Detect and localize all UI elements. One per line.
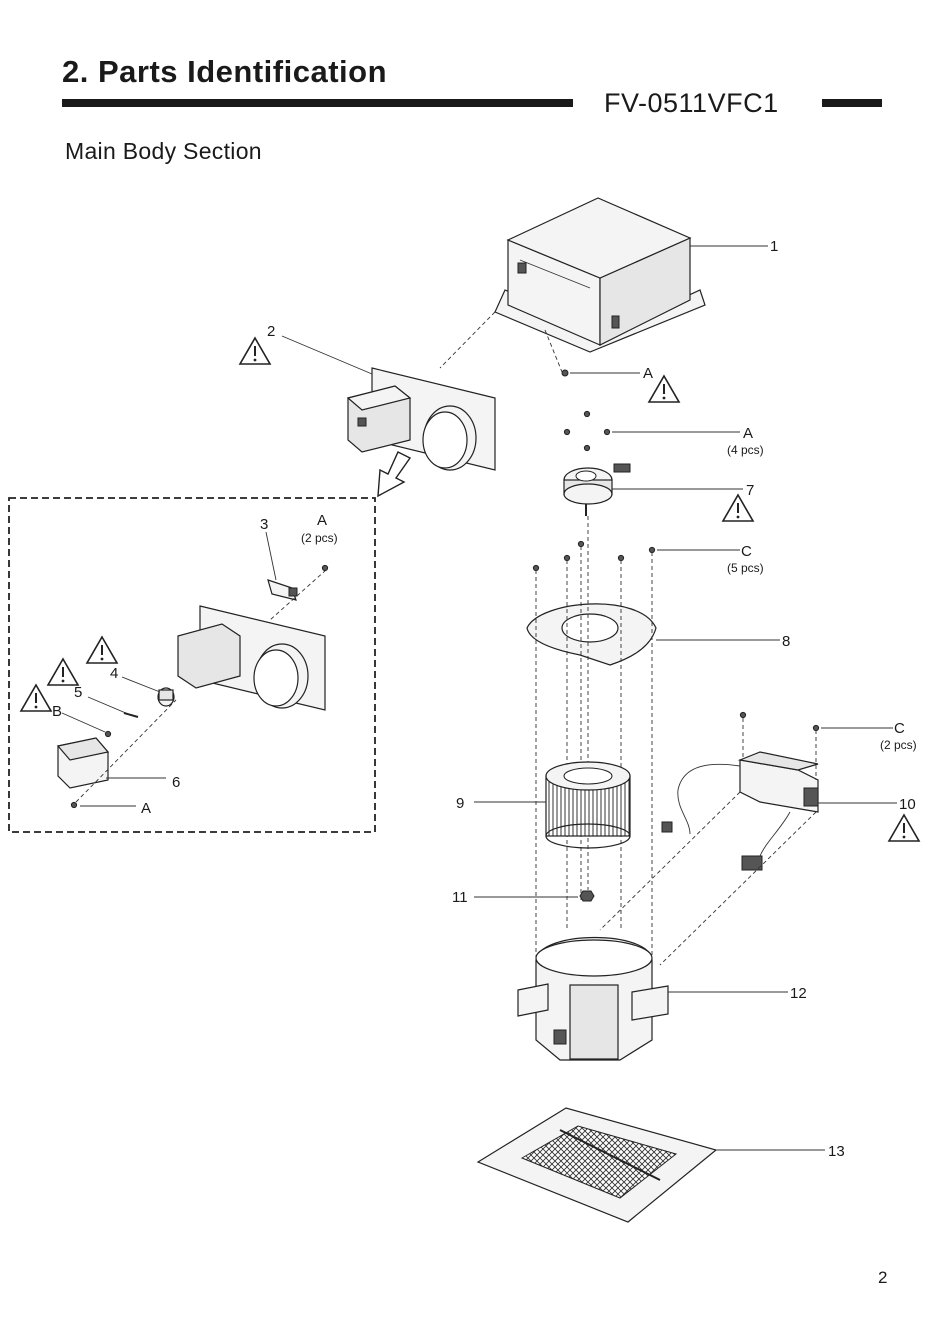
blower-wheel-part-9	[545, 761, 631, 849]
detail-arrow-icon	[377, 451, 412, 498]
label-screw-a-bottom: A	[141, 800, 151, 817]
label-2: 2	[267, 323, 275, 340]
screws-c-group	[532, 540, 656, 572]
warning-triangle-icon	[648, 375, 680, 403]
label-qty-2: (2 pcs)	[880, 738, 917, 752]
label-11: 11	[452, 889, 468, 906]
detail-box	[8, 497, 376, 833]
screw-a-icon	[561, 369, 569, 377]
page-title: 2. Parts Identification	[62, 54, 388, 89]
warning-triangle-icon	[20, 684, 52, 712]
model-number: FV-0511VFC1	[604, 88, 779, 118]
label-4: 4	[110, 665, 118, 682]
label-13: 13	[828, 1143, 845, 1160]
blower-housing-part-12	[517, 936, 669, 1061]
label-screw-c-5pcs: C	[741, 543, 752, 560]
warning-triangle-icon	[888, 814, 920, 842]
grille-part-13	[476, 1107, 718, 1223]
label-12: 12	[790, 985, 807, 1002]
label-screw-c-2pcs: C	[894, 720, 905, 737]
label-screw-a-4pcs: A	[743, 425, 753, 442]
label-10: 10	[899, 796, 916, 813]
label-9: 9	[456, 795, 464, 812]
warning-triangle-icon	[239, 337, 271, 365]
header-rule-left	[62, 99, 573, 107]
cover-part-6	[56, 737, 110, 789]
section-title: Main Body Section	[65, 138, 262, 164]
label-8: 8	[782, 633, 790, 650]
damper-motor-part-4	[157, 687, 175, 707]
screw-c-icon	[739, 711, 747, 719]
label-screw-a-detail: A	[317, 512, 327, 529]
damper-detail-view	[177, 605, 326, 711]
label-screw-b: B	[52, 703, 62, 720]
fan-motor-part-7	[563, 463, 631, 516]
label-qty-5: (5 pcs)	[727, 561, 764, 575]
page-number: 2	[878, 1268, 888, 1287]
damper-assembly-part	[346, 367, 496, 471]
label-5: 5	[74, 684, 82, 701]
nut-part-11	[579, 890, 595, 902]
warning-triangle-icon	[47, 658, 79, 686]
label-3: 3	[260, 516, 268, 533]
housing-box-part	[494, 197, 768, 353]
screw-c-icon	[812, 724, 820, 732]
header-rule-right	[822, 99, 882, 107]
label-qty-2-detail: (2 pcs)	[301, 531, 338, 545]
warning-triangle-icon	[86, 636, 118, 664]
label-1: 1	[770, 238, 778, 255]
label-7: 7	[746, 482, 754, 499]
screw-b-icon	[104, 730, 112, 738]
label-qty-4: (4 pcs)	[727, 443, 764, 457]
screw-a-icon	[321, 564, 329, 572]
screws-a-group	[563, 410, 611, 452]
control-unit-part-10	[661, 751, 819, 871]
screw-a-icon	[70, 801, 78, 809]
bracket-part-3	[267, 579, 298, 601]
label-screw-a-top: A	[643, 365, 653, 382]
mounting-plate-part-8	[526, 603, 657, 666]
label-6: 6	[172, 774, 180, 791]
